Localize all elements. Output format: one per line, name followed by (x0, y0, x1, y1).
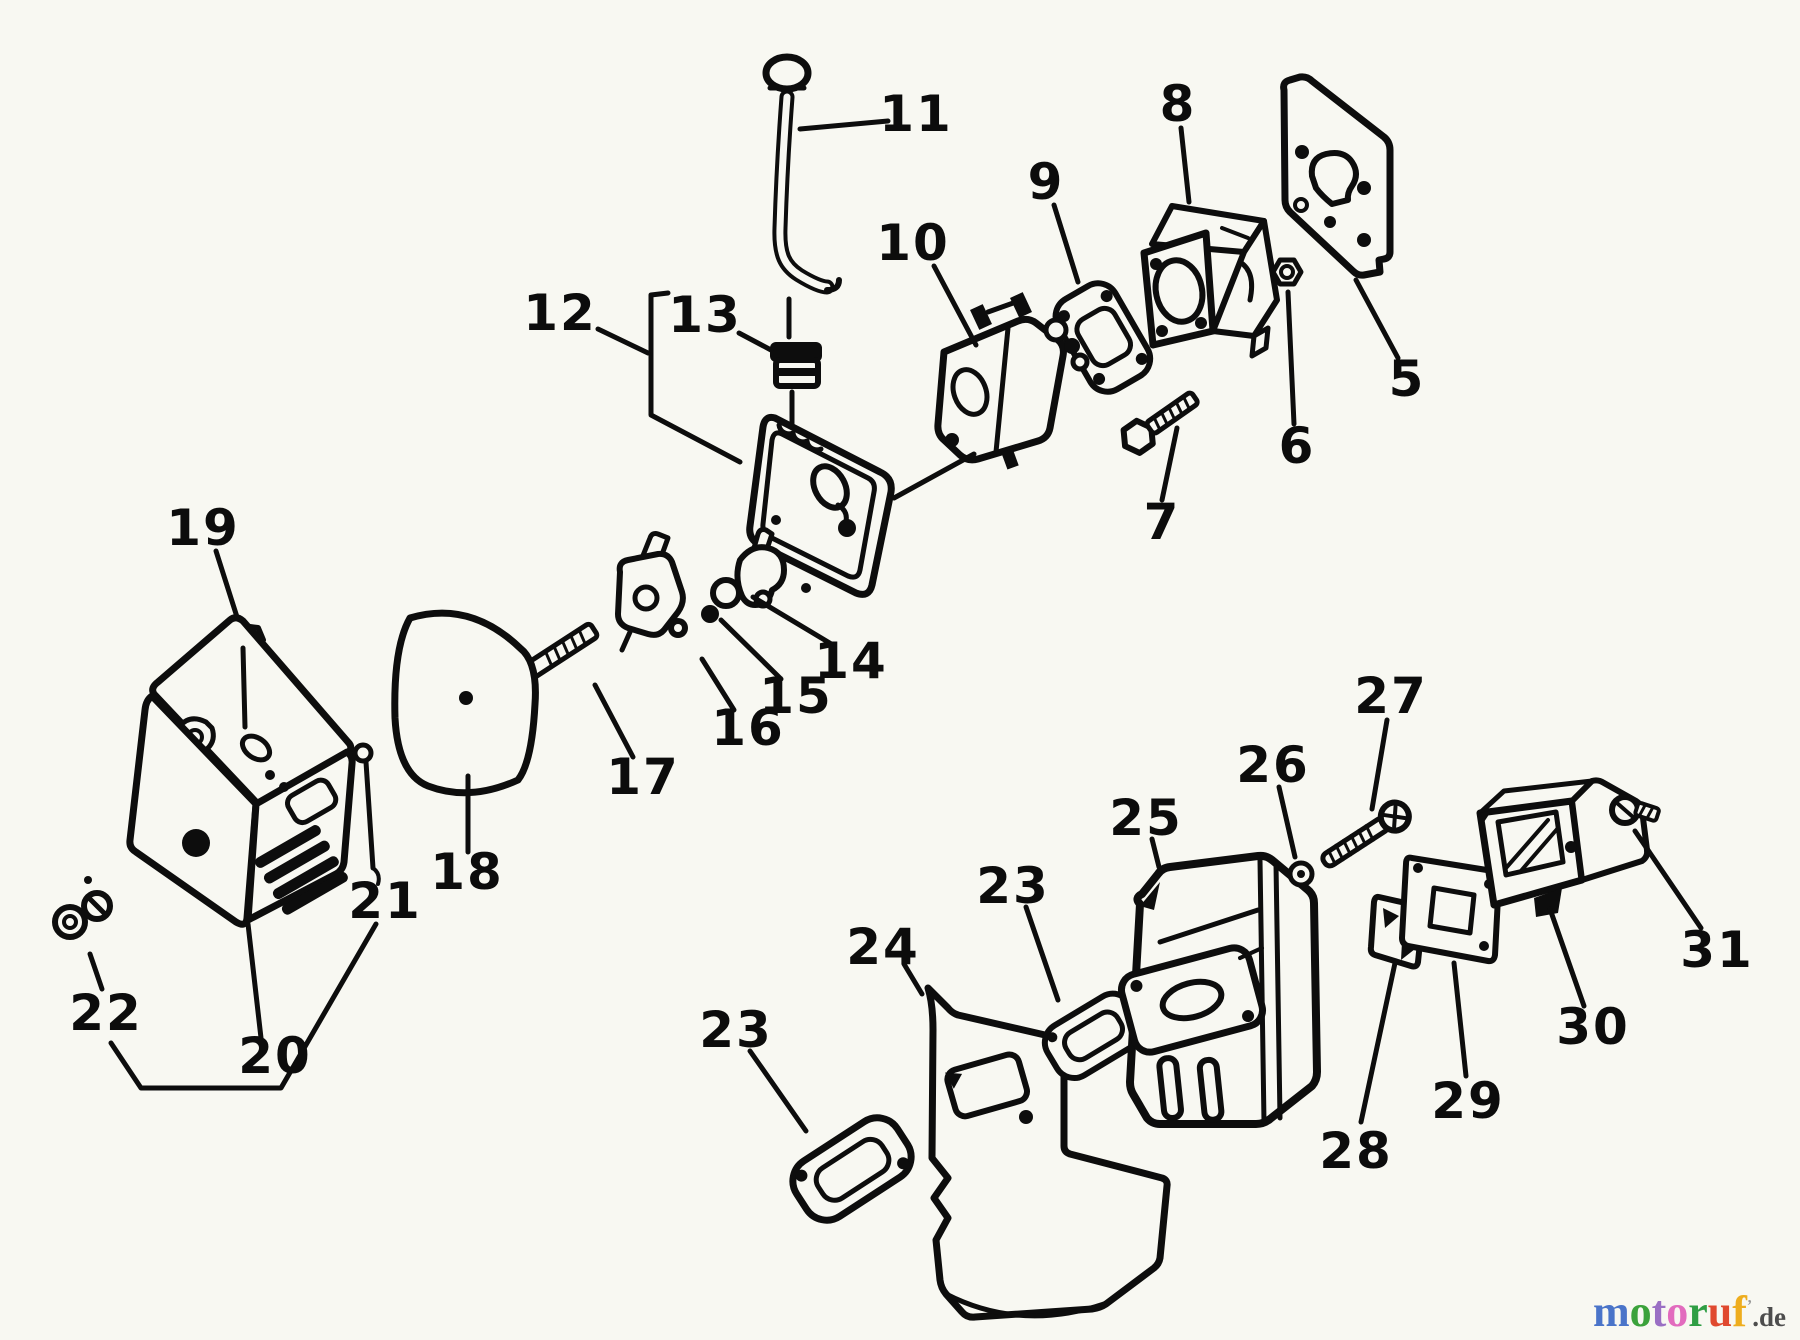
part-label-14: 14 (814, 632, 888, 690)
leader-lines-layer (87, 118, 1704, 1134)
leader-line-22 (87, 951, 105, 992)
brand-logo-letter: m (1592, 1287, 1630, 1336)
part-27-screw (1320, 799, 1412, 869)
part-15-choke-cam (701, 577, 742, 623)
part-label-30: 30 (1556, 998, 1630, 1056)
part-12-air-cleaner-housing (746, 413, 895, 598)
part-label-27: 27 (1354, 667, 1428, 725)
part-29-port-gasket (1399, 854, 1502, 965)
leader-line-23 (1023, 904, 1061, 1003)
leader-line-10 (931, 263, 979, 348)
leader-line-23 (747, 1048, 809, 1134)
leader-line-25 (1149, 836, 1162, 870)
part-label-18: 18 (430, 843, 504, 901)
part-choke-lever (615, 531, 686, 653)
part-11-throttle-rod (762, 53, 842, 295)
part-label-13: 13 (668, 286, 742, 344)
part-label-7: 7 (1144, 493, 1181, 551)
part-label-31: 31 (1680, 921, 1754, 979)
part-31-screw (1609, 794, 1661, 826)
part-23-gasket-left (789, 1114, 915, 1224)
part-25-muffler (1117, 851, 1321, 1128)
leader-line-12 (595, 326, 651, 356)
part-label-22: 22 (69, 984, 143, 1042)
leader-line-19 (213, 548, 240, 620)
part-label-12: 12 (523, 284, 597, 342)
brand-logo-letter: o (1666, 1287, 1689, 1336)
leader-line-6 (1285, 289, 1297, 427)
part-16-washer (668, 618, 688, 638)
brand-logo-letters: motoruf (1593, 1287, 1747, 1336)
leader-line-13 (736, 330, 774, 353)
part-30-muffler-cover (1476, 777, 1651, 917)
leader-line-14 (750, 594, 836, 648)
brand-logo[interactable]: motoruf’.de (1593, 1290, 1786, 1334)
part-10-carburetor (934, 292, 1090, 470)
brand-logo-letter: o (1629, 1287, 1652, 1336)
part-label-23: 23 (976, 857, 1050, 915)
brand-logo-letter: t (1651, 1287, 1667, 1336)
leader-line-29 (1451, 960, 1469, 1079)
part-13-cap (770, 342, 822, 389)
part-label-23: 23 (699, 1001, 773, 1059)
part-label-6: 6 (1279, 417, 1316, 475)
part-21-pin (352, 742, 381, 886)
part-26-washer (1287, 860, 1315, 888)
leader-line-27 (1369, 717, 1390, 812)
leader-line-16 (699, 656, 737, 713)
part-label-24: 24 (846, 918, 920, 976)
part-label-10: 10 (876, 214, 950, 272)
part-5-gasket-plate (1280, 73, 1394, 279)
part-20-air-cleaner-cover (126, 614, 356, 928)
part-22-screw (52, 876, 113, 940)
leader-line-21 (108, 921, 379, 1091)
part-8-spacer-block (1140, 203, 1280, 359)
part-7-bolt (1120, 390, 1200, 456)
leader-line-30 (1547, 906, 1587, 1009)
part-label-11: 11 (879, 85, 953, 143)
part-label-9: 9 (1028, 153, 1065, 211)
part-label-5: 5 (1389, 350, 1426, 408)
part-label-15: 15 (759, 667, 833, 725)
part-label-20: 20 (238, 1027, 312, 1085)
part-label-28: 28 (1319, 1122, 1393, 1180)
part-label-19: 19 (166, 499, 240, 557)
brand-logo-letter: u (1707, 1287, 1733, 1336)
leader-line-28 (1358, 960, 1398, 1125)
part-9-carb-gasket (1052, 280, 1154, 395)
brand-logo-mark: ’ (1746, 1297, 1753, 1315)
part-label-17: 17 (606, 748, 680, 806)
leader-line-8 (1178, 125, 1192, 205)
leader-line-24 (901, 961, 925, 997)
construction-line (240, 645, 248, 730)
part-18-filter-element (391, 609, 539, 797)
leader-line-31 (1632, 828, 1704, 931)
leader-line-20 (245, 921, 264, 1041)
leader-line-15 (718, 617, 784, 682)
brand-logo-letter: r (1688, 1287, 1708, 1336)
part-label-26: 26 (1236, 736, 1310, 794)
leader-line-17 (592, 682, 636, 760)
part-label-8: 8 (1160, 75, 1197, 133)
leader-line-26 (1276, 784, 1298, 860)
part-6-nut (1270, 257, 1304, 287)
construction-line (648, 290, 743, 465)
leader-line-9 (1051, 202, 1081, 285)
part-label-29: 29 (1431, 1072, 1505, 1130)
leader-line-11 (797, 118, 891, 132)
part-23-gasket-right (1041, 990, 1146, 1081)
part-label-16: 16 (711, 699, 785, 757)
part-label-25: 25 (1109, 789, 1183, 847)
part-14-choke-plate (734, 527, 787, 609)
construction-line (891, 451, 977, 501)
leader-line-7 (1159, 425, 1180, 503)
brand-logo-letter: f (1732, 1287, 1747, 1336)
part-label-21: 21 (348, 872, 422, 930)
brand-logo-suffix: .de (1752, 1302, 1786, 1332)
leader-line-5 (1353, 277, 1401, 361)
